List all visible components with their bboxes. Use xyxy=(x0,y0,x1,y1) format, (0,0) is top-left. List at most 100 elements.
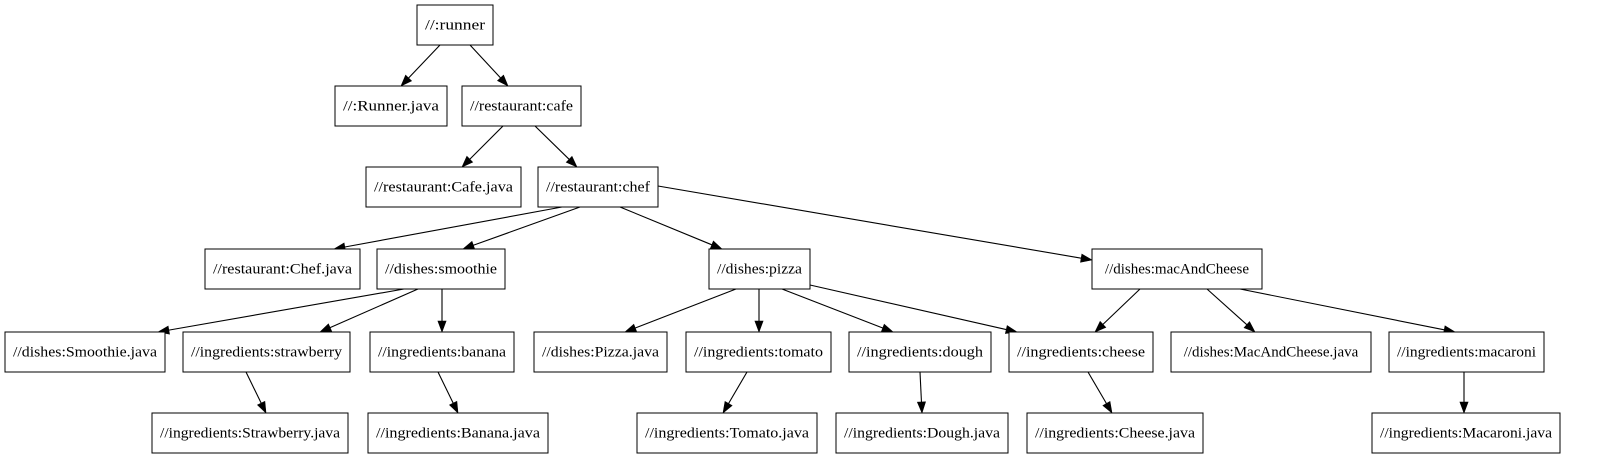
node-label: //ingredients:Dough.java xyxy=(844,425,1000,441)
node-label: //dishes:macAndCheese xyxy=(1105,261,1249,277)
node-layer: //:runner //:Runner.java //restaurant:cafe… xyxy=(4,4,1561,454)
arrowhead-icon xyxy=(256,400,267,414)
arrowhead-icon xyxy=(916,401,926,414)
graph-node[interactable]: //ingredients:Dough.java xyxy=(835,412,1009,454)
graph-edge xyxy=(1206,288,1256,333)
graph-node[interactable]: //dishes:macAndCheese xyxy=(1091,248,1263,290)
graph-node[interactable]: //ingredients:banana xyxy=(369,331,515,373)
node-label: //dishes:smoothie xyxy=(385,261,497,277)
node-box[interactable] xyxy=(1388,331,1545,373)
graph-node[interactable]: //ingredients:Macaroni.java xyxy=(1371,412,1561,454)
graph-edge xyxy=(624,288,737,333)
arrowhead-icon xyxy=(1243,321,1256,333)
graph-edge xyxy=(461,125,504,168)
arrowhead-icon xyxy=(880,323,894,333)
graph-edge xyxy=(437,371,459,414)
node-label: //ingredients:strawberry xyxy=(191,344,343,360)
arrowhead-icon xyxy=(1094,320,1107,333)
arrowhead-icon xyxy=(1102,400,1113,414)
graph-node[interactable]: //ingredients:strawberry xyxy=(182,331,351,373)
graph-edge xyxy=(1094,288,1141,333)
node-label: //ingredients:banana xyxy=(378,344,506,360)
graph-node[interactable]: //ingredients:macaroni xyxy=(1388,331,1545,373)
graph-edge xyxy=(333,206,563,252)
arrowhead-icon xyxy=(565,155,578,168)
graph-edge xyxy=(462,206,581,250)
edge-line xyxy=(437,371,454,404)
graph-edge xyxy=(1459,372,1469,414)
node-box[interactable] xyxy=(4,331,166,373)
node-box[interactable] xyxy=(204,248,361,290)
node-label: //ingredients:Macaroni.java xyxy=(1380,425,1552,441)
graph-node[interactable]: //ingredients:tomato xyxy=(685,331,832,373)
graph-edge xyxy=(754,289,764,333)
edge-line xyxy=(657,185,1082,259)
node-box[interactable] xyxy=(1371,412,1561,454)
graph-node[interactable]: //:runner xyxy=(416,4,494,46)
edge-line xyxy=(728,371,748,404)
graph-node[interactable]: //ingredients:Strawberry.java xyxy=(151,412,349,454)
graph-edge xyxy=(245,371,267,414)
graph-node[interactable]: //dishes:Pizza.java xyxy=(533,331,668,373)
node-box[interactable] xyxy=(369,331,515,373)
node-box[interactable] xyxy=(334,85,448,127)
node-box[interactable] xyxy=(1091,248,1263,290)
graph-node[interactable]: //:Runner.java xyxy=(334,85,448,127)
node-box[interactable] xyxy=(1170,331,1372,373)
graph-edge xyxy=(809,284,1018,334)
graph-node[interactable]: //restaurant:Chef.java xyxy=(204,248,361,290)
node-box[interactable] xyxy=(685,331,832,373)
edge-line xyxy=(635,288,737,329)
node-label: //ingredients:tomato xyxy=(694,344,823,360)
node-box[interactable] xyxy=(708,248,811,290)
node-label: //ingredients:cheese xyxy=(1017,344,1145,360)
node-box[interactable] xyxy=(367,412,549,454)
graph-node[interactable]: //ingredients:Cheese.java xyxy=(1026,412,1204,454)
node-box[interactable] xyxy=(835,412,1009,454)
edge-line xyxy=(329,288,419,329)
node-box[interactable] xyxy=(376,248,506,290)
edge-line xyxy=(168,288,405,331)
graph-node[interactable]: //ingredients:cheese xyxy=(1008,331,1154,373)
graph-node[interactable]: //ingredients:Banana.java xyxy=(367,412,549,454)
arrowhead-icon xyxy=(1459,401,1469,414)
node-box[interactable] xyxy=(1008,331,1154,373)
arrowhead-icon xyxy=(461,155,474,168)
graph-node[interactable]: //dishes:MacAndCheese.java xyxy=(1170,331,1372,373)
graph-edge xyxy=(722,371,748,414)
node-box[interactable] xyxy=(182,331,351,373)
node-box[interactable] xyxy=(537,166,659,208)
graph-node[interactable]: //dishes:Smoothie.java xyxy=(4,331,166,373)
edge-line xyxy=(245,371,262,404)
edge-line xyxy=(809,284,1007,331)
graph-node[interactable]: //dishes:pizza xyxy=(708,248,811,290)
node-label: //restaurant:chef xyxy=(546,179,650,195)
node-label: //ingredients:dough xyxy=(857,344,984,360)
node-box[interactable] xyxy=(151,412,349,454)
graph-node[interactable]: //ingredients:dough xyxy=(848,331,992,373)
node-box[interactable] xyxy=(848,331,992,373)
node-box[interactable] xyxy=(416,4,494,46)
graph-node[interactable]: //dishes:smoothie xyxy=(376,248,506,290)
node-box[interactable] xyxy=(636,412,818,454)
node-box[interactable] xyxy=(533,331,668,373)
graph-edge xyxy=(657,185,1093,263)
edge-line xyxy=(408,44,441,79)
graph-node[interactable]: //restaurant:cafe xyxy=(461,85,582,127)
node-box[interactable] xyxy=(1026,412,1204,454)
graph-node[interactable]: //restaurant:chef xyxy=(537,166,659,208)
node-box[interactable] xyxy=(461,85,582,127)
graph-node[interactable]: //ingredients:Tomato.java xyxy=(636,412,818,454)
edge-line xyxy=(1102,288,1141,325)
arrowhead-icon xyxy=(709,240,723,250)
node-label: //ingredients:Tomato.java xyxy=(645,425,809,441)
graph-edge xyxy=(781,288,894,333)
node-label: //restaurant:cafe xyxy=(470,98,573,114)
node-box[interactable] xyxy=(365,166,522,208)
node-label: //restaurant:Chef.java xyxy=(213,261,352,277)
node-label: //ingredients:Banana.java xyxy=(376,425,540,441)
graph-node[interactable]: //restaurant:Cafe.java xyxy=(365,166,522,208)
node-label: //restaurant:Cafe.java xyxy=(374,179,513,195)
edge-line xyxy=(781,288,883,329)
graph-edge xyxy=(469,44,509,87)
